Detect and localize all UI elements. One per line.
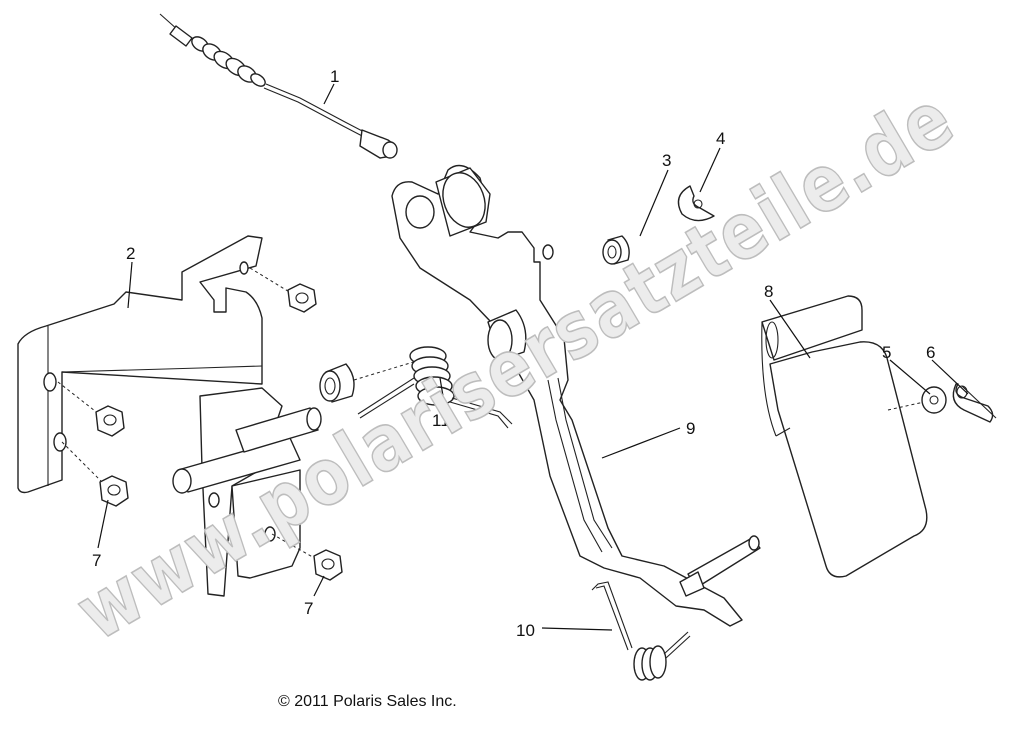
part-7-nuts [57, 267, 343, 581]
bushing [319, 359, 421, 403]
part-3-bushing [602, 235, 630, 265]
callout-1: 1 [330, 67, 339, 86]
part-10-spring [591, 581, 691, 681]
part-6-pin [952, 383, 997, 423]
copyright-text: © 2011 Polaris Sales Inc. [278, 693, 457, 710]
callout-8: 8 [764, 282, 773, 301]
callout-3: 3 [662, 151, 671, 170]
part-8-pad [761, 295, 928, 578]
leader-lines [97, 83, 969, 631]
callout-6: 6 [926, 343, 935, 362]
callout-2: 2 [126, 244, 135, 263]
part-11-spring [357, 346, 513, 429]
callout-4: 4 [716, 129, 725, 148]
part-1-cable [159, 13, 398, 159]
callout-10: 10 [516, 621, 535, 640]
part-4-clip [677, 185, 715, 222]
callout-11: 11 [432, 411, 450, 430]
part-9-pedal [391, 164, 761, 627]
callout-9: 9 [686, 419, 695, 438]
callout-7a: 7 [92, 551, 101, 570]
part-2-bracket [17, 235, 322, 597]
callout-5: 5 [882, 343, 891, 362]
part-5-washer [887, 386, 947, 414]
callout-7b: 7 [304, 599, 313, 618]
